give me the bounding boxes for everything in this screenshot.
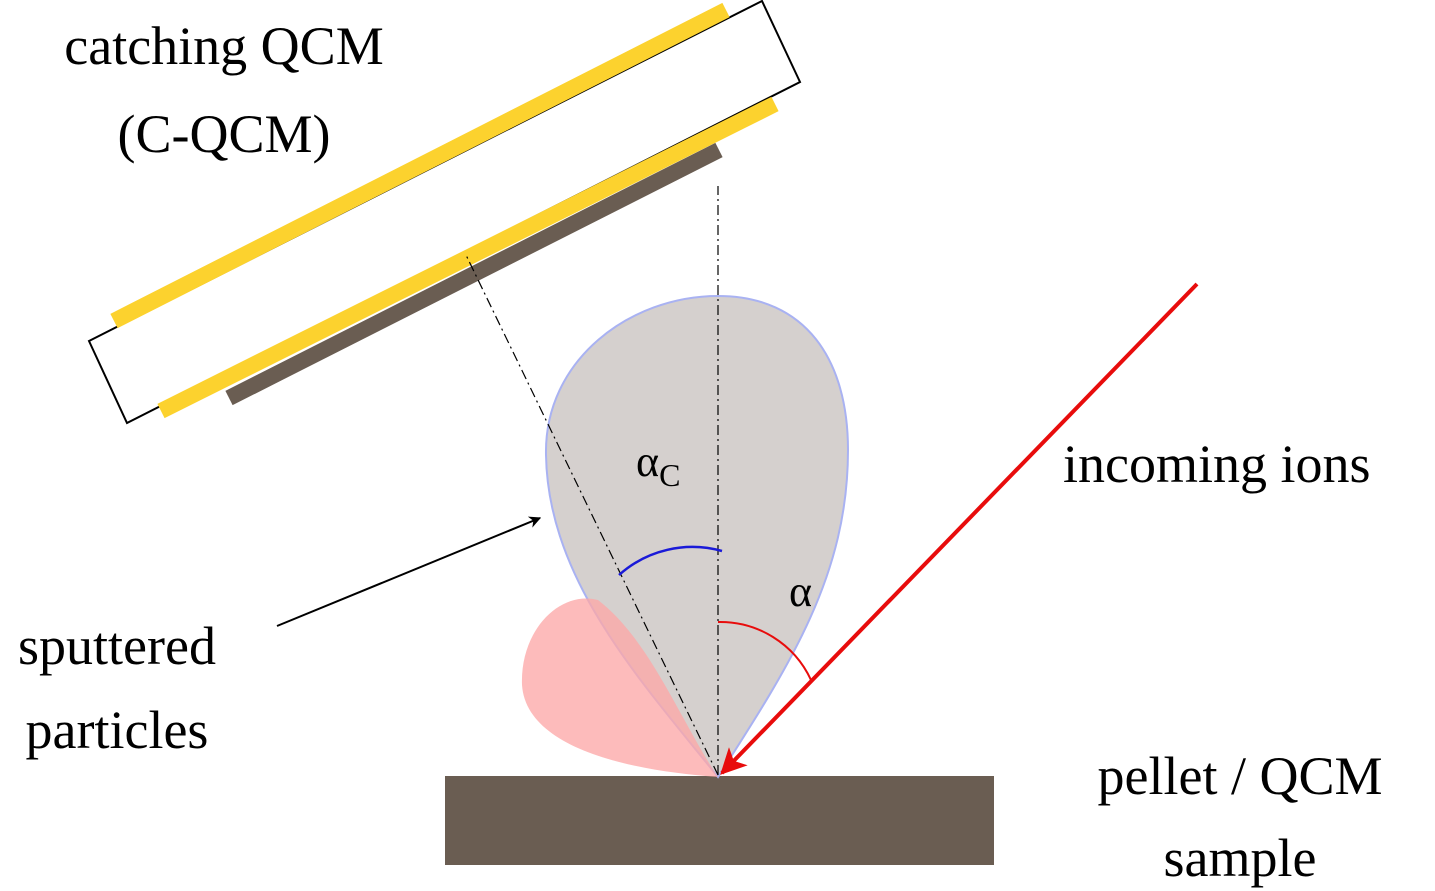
- cqcm-deposit-layer: [225, 142, 723, 406]
- sample-label-line1: pellet / QCM: [1098, 746, 1383, 806]
- cqcm-label-line2: (C-QCM): [118, 104, 331, 164]
- alpha-c-subscript: C: [659, 457, 680, 493]
- catching-qcm: [87, 0, 802, 425]
- cqcm-bottom-electrode: [157, 96, 779, 419]
- sputtered-label-line2: particles: [26, 700, 209, 760]
- cqcm-label-line1: catching QCM: [64, 16, 383, 76]
- sputtered-pointer-arrow: [276, 516, 542, 627]
- incoming-ions-label: incoming ions: [1063, 434, 1371, 494]
- cqcm-direction-line: [465, 254, 719, 776]
- sputter-distribution-lobe: [544, 294, 850, 779]
- sample-label-line2: sample: [1164, 828, 1317, 888]
- sputtered-label-line1: sputtered: [18, 616, 216, 676]
- alpha-arc: [717, 620, 812, 681]
- secondary-distribution-lobe: [521, 598, 718, 777]
- pellet-sample: [445, 776, 994, 865]
- alpha-c-symbol: α: [636, 437, 659, 486]
- cqcm-top-electrode: [110, 2, 730, 329]
- alpha-c-arc: [618, 545, 723, 576]
- alpha-label: α: [789, 567, 812, 616]
- incoming-ion-arrow: [720, 282, 1199, 775]
- alpha-c-label: αC: [636, 437, 680, 493]
